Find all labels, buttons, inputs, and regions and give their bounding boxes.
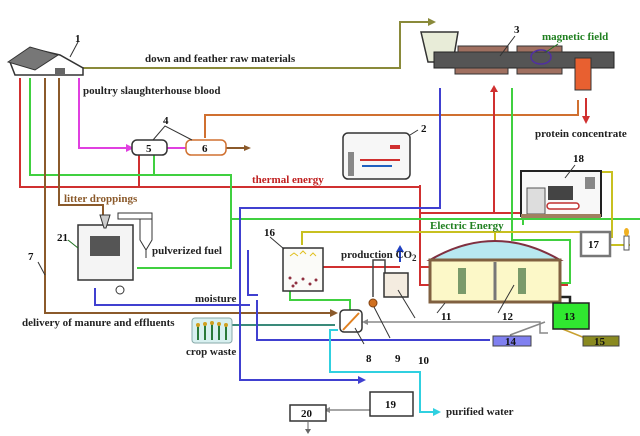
tank-16 xyxy=(282,247,324,292)
label-magnetic-field: magnetic field xyxy=(542,31,608,43)
label-delivery-manure: delivery of manure and effluents xyxy=(22,317,175,329)
label-pulverized-fuel: pulverized fuel xyxy=(152,245,222,257)
number-17: 17 xyxy=(588,239,600,251)
poultry-house xyxy=(6,46,84,76)
label-purified-water: purified water xyxy=(446,406,514,418)
number-14: 14 xyxy=(505,336,517,348)
label-down-feather: down and feather raw materials xyxy=(145,53,296,65)
label-production-co2: production CO2 xyxy=(341,249,417,263)
number-18: 18 xyxy=(573,153,585,165)
label-litter-droppings: litter droppings xyxy=(64,193,138,205)
number-8: 8 xyxy=(366,353,372,365)
number-5: 5 xyxy=(146,143,152,155)
raw-materials-flow xyxy=(83,21,428,69)
number-21: 21 xyxy=(57,232,68,244)
thermal-energy-flow xyxy=(19,78,421,188)
label-protein-concentrate: protein concentrate xyxy=(535,128,627,140)
unit-19 xyxy=(369,391,414,417)
number-15: 15 xyxy=(594,336,606,348)
crop-waste-icon xyxy=(191,317,233,344)
screw-extruder xyxy=(420,31,615,91)
number-4: 4 xyxy=(163,115,169,127)
dryer-unit xyxy=(77,212,153,295)
number-10: 10 xyxy=(418,355,430,367)
number-11: 11 xyxy=(441,311,451,323)
number-13: 13 xyxy=(564,311,576,323)
manure-flow xyxy=(44,78,335,314)
number-9: 9 xyxy=(395,353,401,365)
number-19: 19 xyxy=(385,399,397,411)
unit-5 xyxy=(131,139,168,156)
label-electric-energy: Electric Energy xyxy=(430,220,504,232)
number-2: 2 xyxy=(421,123,427,135)
number-12: 12 xyxy=(502,311,514,323)
label-moisture: moisture xyxy=(195,293,236,305)
protein-return-flow xyxy=(204,100,579,138)
biogas-digester xyxy=(426,240,564,304)
pump-9 xyxy=(368,298,378,308)
moisture-flow xyxy=(94,288,250,306)
equipment-unit-2 xyxy=(342,132,411,180)
generator-unit xyxy=(520,170,602,218)
number-6: 6 xyxy=(202,143,208,155)
yellow-flow xyxy=(301,231,601,245)
number-3: 3 xyxy=(514,24,520,36)
number-20: 20 xyxy=(301,408,313,420)
label-thermal-energy: thermal energy xyxy=(252,174,324,186)
water-flow xyxy=(329,329,435,413)
co2-unit xyxy=(383,272,409,298)
unit-14 xyxy=(492,335,532,347)
unit-17 xyxy=(579,230,612,258)
number-1: 1 xyxy=(75,33,81,45)
unit-6 xyxy=(185,139,227,156)
label-crop-waste: crop waste xyxy=(186,346,236,358)
blood-flow xyxy=(78,78,128,149)
unit-15 xyxy=(582,335,620,347)
number-16: 16 xyxy=(264,227,276,239)
unit-13 xyxy=(552,302,590,330)
label-slaughter-blood: poultry slaughterhouse blood xyxy=(83,85,221,97)
number-7: 7 xyxy=(28,251,34,263)
electric-energy-flow xyxy=(29,78,640,220)
